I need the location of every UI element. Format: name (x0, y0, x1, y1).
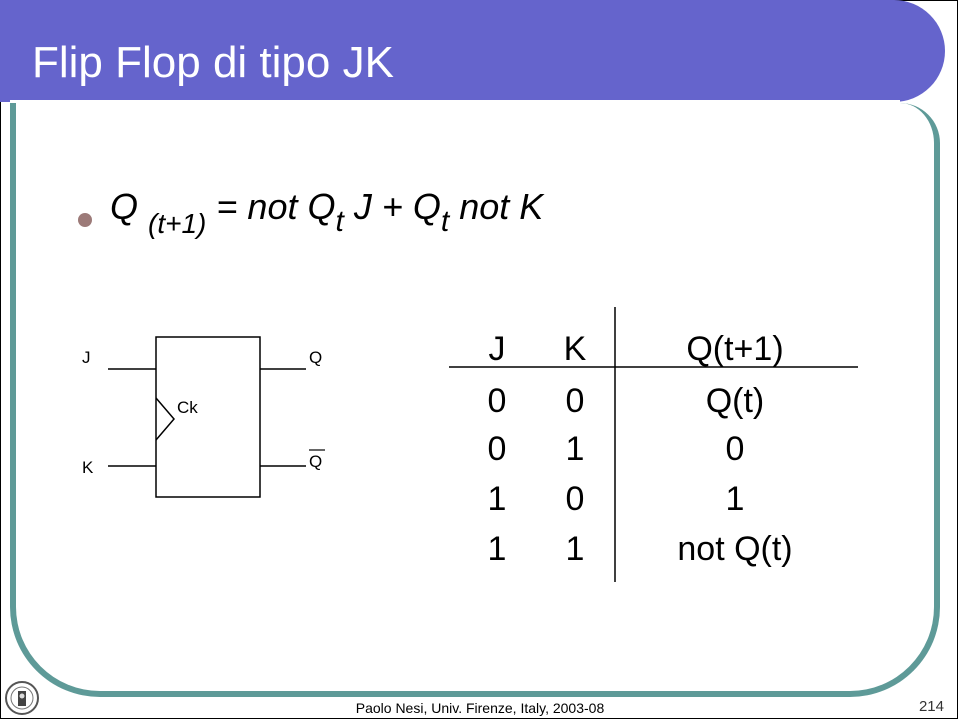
footer-credit: Paolo Nesi, Univ. Firenze, Italy, 2003-0… (355, 700, 605, 716)
bullet-icon (78, 213, 92, 227)
input-label-k: K (82, 458, 94, 477)
table-header-q: Q(t+1) (686, 330, 784, 368)
table-cell: 0 (565, 382, 585, 420)
title-underline (10, 100, 900, 103)
table-cell: 1 (565, 530, 585, 568)
table-cell: Q(t) (705, 382, 765, 420)
table-cell: 1 (565, 430, 585, 468)
formula-part-1: = not Q (206, 186, 336, 227)
input-label-j: J (82, 348, 91, 367)
university-seal-icon (5, 681, 39, 715)
table-cell: not Q(t) (677, 530, 793, 568)
clock-triangle-icon (155, 397, 175, 441)
table-header-j: J (488, 330, 506, 368)
formula-part-2: J + Q (343, 186, 441, 227)
formula-part-3: not K (449, 186, 544, 227)
formula-q: Q (110, 186, 139, 227)
clock-label: Ck (177, 398, 198, 417)
table-cell: 1 (487, 480, 507, 518)
table-cell: 0 (565, 480, 585, 518)
table-cell: 1 (487, 530, 507, 568)
content-frame (10, 103, 940, 697)
slide-title: Flip Flop di tipo JK (32, 38, 394, 87)
formula-t-subscript-2: t (440, 205, 450, 238)
formula: Q (t+1) = not Qt J + Qt not K (110, 186, 544, 239)
table-cell: 0 (487, 382, 507, 420)
formula-subscript: (t+1) (148, 208, 207, 239)
flipflop-box (155, 336, 261, 498)
formula-t-subscript-1: t (335, 205, 344, 238)
table-cell: 0 (487, 430, 507, 468)
title-bar: Flip Flop di tipo JK (0, 0, 945, 102)
table-header-k: K (563, 330, 587, 368)
output-label-q: Q (309, 348, 323, 367)
table-cell: 0 (725, 430, 745, 468)
table-cell: 1 (725, 480, 745, 518)
page-number: 214 (918, 698, 944, 715)
output-label-qbar: Q (309, 452, 323, 471)
